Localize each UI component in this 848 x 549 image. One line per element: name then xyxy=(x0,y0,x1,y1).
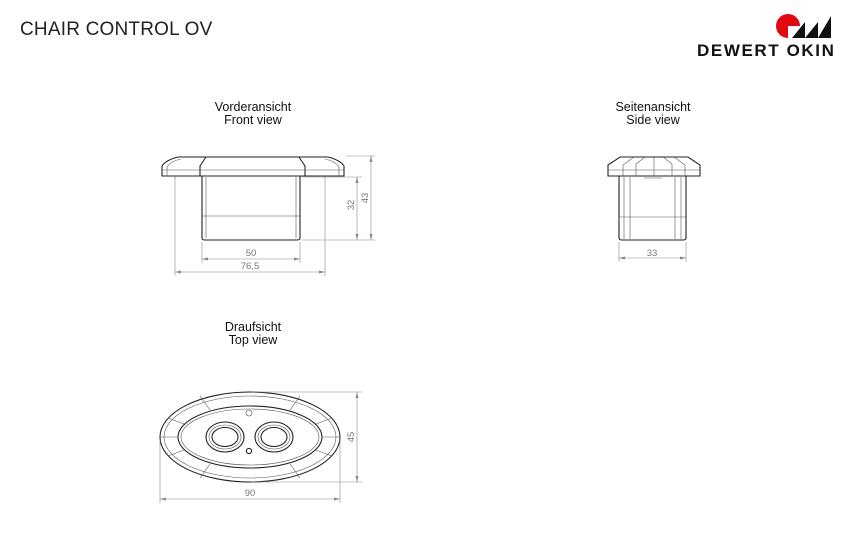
front-view-drawing xyxy=(161,156,345,241)
drawing-title: CHAIR CONTROL OV xyxy=(20,19,213,40)
side-view-label-en: Side view xyxy=(626,113,680,127)
dim-top-width: 90 xyxy=(245,488,256,499)
dimension-arrowheads xyxy=(160,156,686,501)
left-button xyxy=(205,421,245,453)
dim-front-body-height: 32 xyxy=(346,200,357,211)
side-view-dimensions: 33 xyxy=(618,242,687,262)
top-view-dimensions: 90 45 xyxy=(159,391,362,503)
top-view-label-de: Draufsicht xyxy=(225,320,282,334)
dim-front-total-height: 43 xyxy=(360,193,371,204)
dewert-okin-logo xyxy=(776,14,831,38)
indicator-led-top xyxy=(245,409,253,417)
dim-side-width: 33 xyxy=(647,248,658,259)
top-view-label-en: Top view xyxy=(229,333,279,347)
front-view-dimensions: 50 76,5 32 43 xyxy=(174,155,375,276)
logo-wordmark: DEWERT OKIN xyxy=(697,41,836,60)
right-button xyxy=(254,421,294,453)
dim-top-height: 45 xyxy=(346,432,357,443)
side-view-label-de: Seitenansicht xyxy=(615,100,691,114)
dim-front-outer-width: 76,5 xyxy=(241,261,260,272)
side-view-drawing xyxy=(607,156,701,241)
front-view-label-en: Front view xyxy=(224,113,283,127)
top-view-drawing xyxy=(159,391,341,483)
indicator-led-bottom xyxy=(245,447,253,455)
front-view-label-de: Vorderansicht xyxy=(215,100,292,114)
dim-front-inner-width: 50 xyxy=(246,248,257,259)
